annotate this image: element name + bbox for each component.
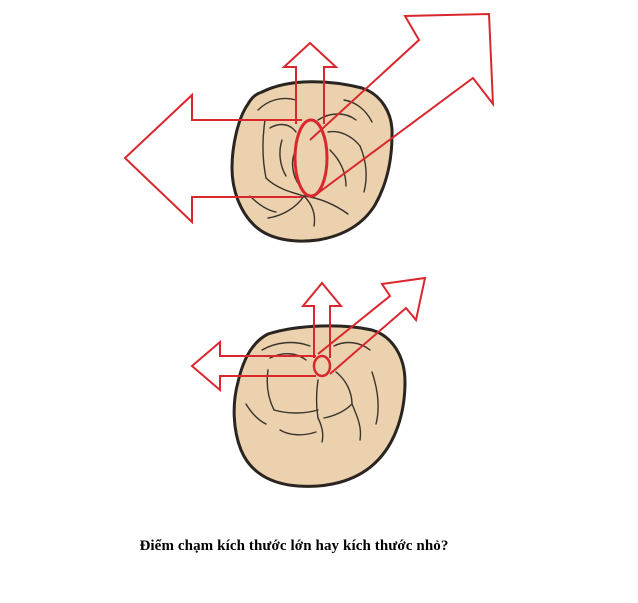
arrow-up-large [281,41,339,124]
arrow-diagonal-small [317,276,427,375]
occlusal-grooves-bottom [245,341,379,443]
caption-text: Điểm chạm kích thước lớn hay kích thước … [139,538,449,554]
arrow-left-large [123,92,302,225]
arrow-diagonal-large [309,12,495,197]
molar-crown-bottom [232,324,407,488]
contact-area-large [293,118,329,198]
contact-area-small [312,354,332,378]
force-arrows-top [123,12,495,225]
occlusal-grooves-top [249,97,373,227]
question-caption: Điểm chạm kích thước lớn hay kích thước … [0,538,638,555]
large-contact-figure [123,12,495,243]
small-contact-figure [190,276,427,488]
arrow-up-small [300,281,344,358]
arrow-left-small [190,339,316,393]
force-arrows-bottom [190,276,427,393]
molar-crown-top [230,80,394,243]
